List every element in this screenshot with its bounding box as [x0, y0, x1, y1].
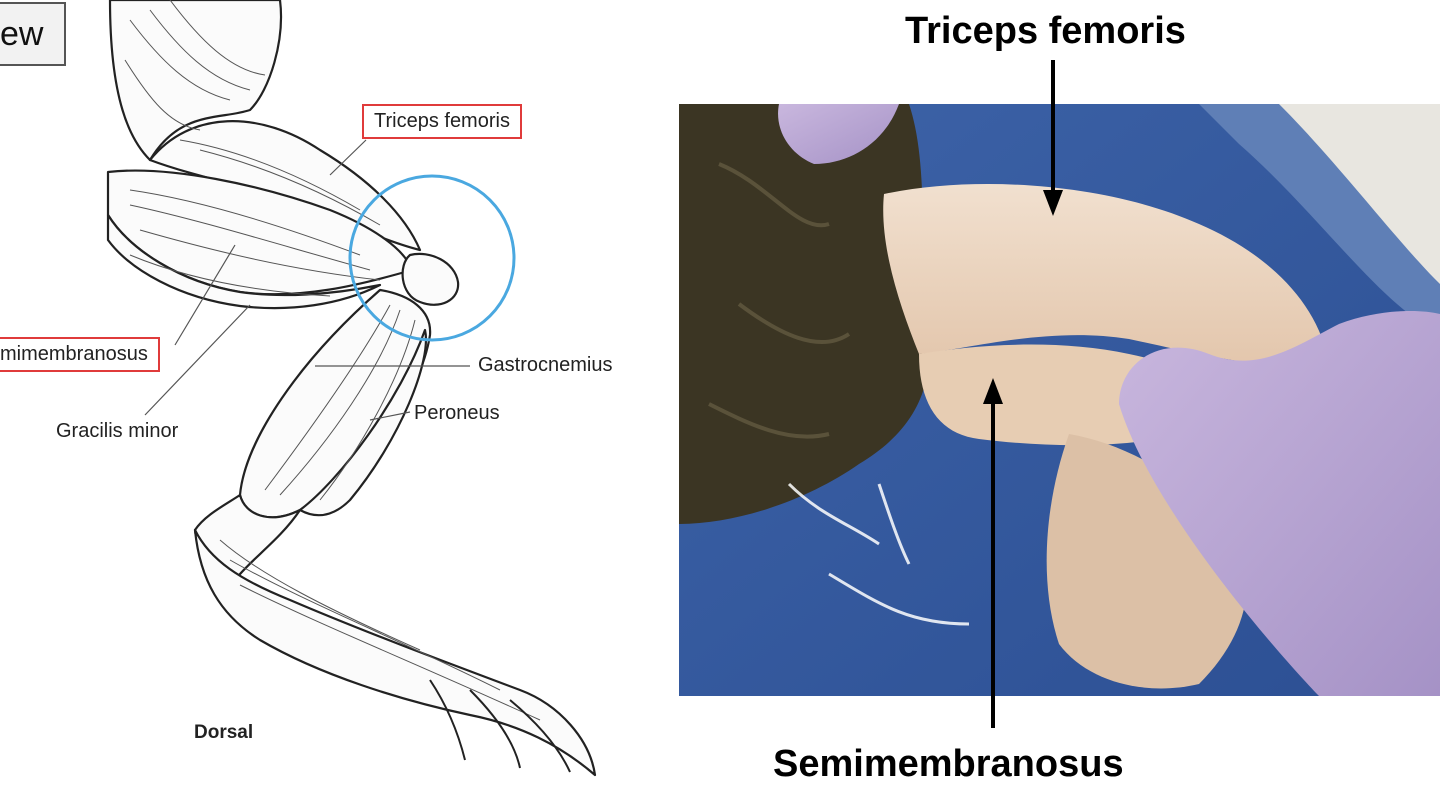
glove-left — [778, 104, 899, 164]
frog-leg-diagram — [106, 0, 597, 777]
arrow-up-head — [983, 378, 1003, 404]
glove-right — [1119, 311, 1440, 696]
body-upper-muscle — [108, 0, 282, 162]
label-gracilis-minor: Gracilis minor — [56, 420, 179, 442]
photo-label-semimembranosus: Semimembranosus — [773, 743, 1124, 785]
label-dorsal-view: Dorsal — [194, 722, 254, 743]
arrow-down-head — [1043, 190, 1063, 216]
label-peroneus: Peroneus — [414, 402, 500, 424]
photo-illustration — [679, 104, 1440, 696]
dissection-photo — [679, 104, 1440, 696]
triceps-femoris-tissue — [883, 184, 1329, 367]
foot — [193, 528, 597, 777]
label-triceps-femoris: Triceps femoris — [362, 104, 522, 139]
view-tab: ew — [0, 2, 66, 66]
peroneus-muscle — [298, 328, 428, 517]
label-gastrocnemius: Gastrocnemius — [478, 354, 613, 376]
knee-highlight-circle — [348, 174, 516, 342]
gracilis-muscle — [106, 213, 382, 310]
photo-label-triceps-femoris: Triceps femoris — [905, 10, 1186, 52]
label-semimembranosus: mimembranosus — [0, 337, 160, 372]
bench-corner — [1279, 104, 1440, 284]
knee-joint — [401, 252, 460, 306]
